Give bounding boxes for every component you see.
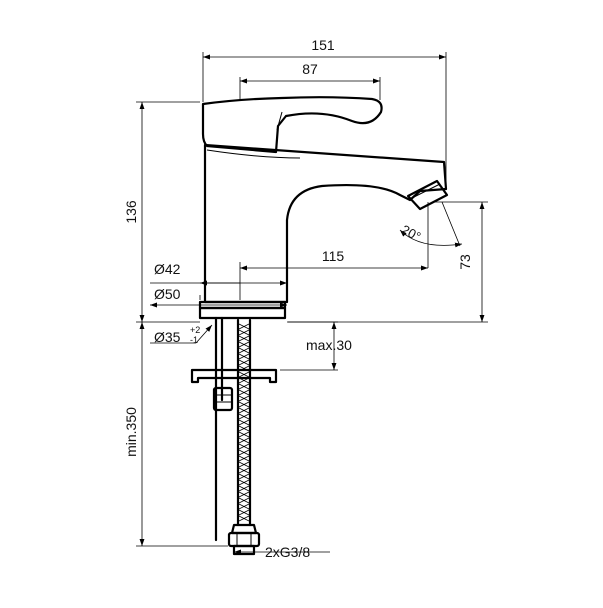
dim-hole-tol-plus: +2: [190, 325, 200, 335]
mounting-bracket: [190, 368, 278, 384]
dim-hole-tol-minus: -1: [190, 335, 198, 345]
dim-spout-angle: 20°: [399, 222, 423, 244]
extension-lines: [136, 52, 488, 547]
dim-body-height: 136: [123, 200, 139, 224]
dim-deck-thickness: max.30: [306, 337, 352, 353]
dim-spout-height: 73: [457, 254, 473, 270]
dim-hole-diameter: Ø35: [154, 329, 181, 345]
faucet-body: [203, 143, 448, 304]
dim-spout-reach: 115: [322, 248, 345, 264]
dim-connection: 2xG3/8: [265, 544, 310, 560]
dimension-labels: 151 87 136 115 73 20° Ø42 Ø50 Ø35 +2 -1 …: [123, 37, 473, 560]
dim-overall-width: 151: [311, 37, 335, 53]
dim-base-diameter: Ø50: [154, 286, 181, 302]
dim-handle-width: 87: [302, 61, 318, 77]
dimension-lines: [139, 54, 485, 555]
left-hose-nut: [212, 386, 234, 412]
base-flange: [198, 300, 287, 320]
mounting-stem: [214, 316, 224, 542]
hose-connection: [227, 523, 261, 556]
lever-handle: [201, 96, 383, 154]
aerator: [406, 179, 449, 211]
dim-body-diameter: Ø42: [154, 261, 181, 277]
dim-hose-length: min.350: [123, 407, 139, 457]
flexible-hose: [236, 318, 252, 527]
